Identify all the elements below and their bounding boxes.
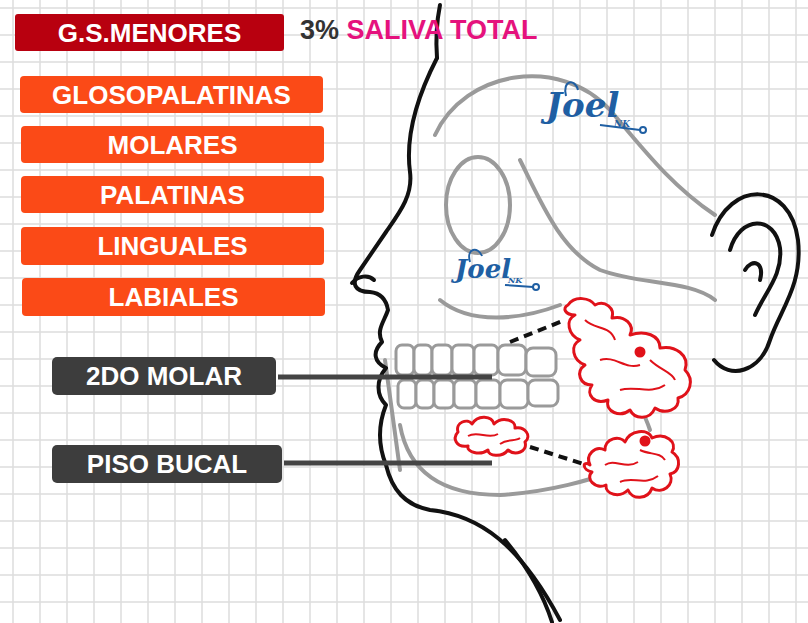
box-label: LABIALES — [109, 284, 239, 310]
saliva-note: 3% SALIVA TOTAL — [300, 17, 538, 44]
neck-line — [505, 540, 552, 622]
grid-line — [0, 412, 808, 414]
leader-line — [278, 375, 492, 380]
grid-line — [525, 0, 527, 623]
watermark: Joel — [546, 88, 619, 122]
grid-line — [741, 0, 743, 623]
gland-box: MOLARES — [21, 126, 324, 163]
grid-line — [0, 520, 808, 522]
grid-line — [0, 601, 808, 603]
box-label: G.S.MENORES — [58, 20, 241, 46]
grid-line — [390, 0, 392, 623]
ear — [712, 194, 799, 371]
grid-line — [0, 331, 808, 333]
location-box: PISO BUCAL — [52, 445, 282, 483]
grid-line — [0, 61, 808, 63]
grid-line — [0, 574, 808, 576]
leader-line — [284, 461, 492, 466]
sublingual-gland — [455, 417, 528, 455]
grid-line — [12, 0, 14, 623]
grid-line — [687, 0, 689, 623]
heading-box: G.S.MENORES — [15, 14, 284, 51]
grid-line — [0, 493, 808, 495]
maxilla — [440, 300, 560, 318]
submandibular-duct — [530, 447, 590, 466]
parotid-gland — [565, 299, 690, 418]
grid-line — [417, 0, 419, 623]
watermark: Joel — [455, 256, 511, 282]
helix — [730, 223, 780, 315]
glands — [455, 299, 690, 498]
grid-line — [0, 169, 808, 171]
grid-line — [768, 0, 770, 623]
orbit — [446, 157, 510, 253]
profile-line — [355, 58, 560, 620]
nostril — [352, 276, 374, 283]
box-label: 2DO MOLAR — [86, 363, 242, 389]
grid-line — [336, 0, 338, 623]
box-label: PALATINAS — [100, 182, 245, 208]
gland-box: LINGUALES — [21, 227, 324, 265]
gland-box: PALATINAS — [21, 176, 324, 213]
gland-box: GLOSOPALATINAS — [20, 76, 323, 113]
leader-lines — [278, 377, 492, 463]
grid-line — [363, 0, 365, 623]
grid-line — [633, 0, 635, 623]
grid-line — [0, 7, 808, 9]
parotid-duct — [510, 320, 565, 342]
gland-box: LABIALES — [22, 278, 325, 316]
grid-line — [0, 115, 808, 117]
grid-line — [444, 0, 446, 623]
box-label: MOLARES — [108, 132, 238, 158]
box-label: PISO BUCAL — [87, 451, 247, 477]
watermark: NK — [614, 120, 630, 129]
location-box: 2DO MOLAR — [52, 357, 276, 395]
grid-line — [795, 0, 797, 623]
watermark: NK — [508, 276, 522, 284]
grid-line — [714, 0, 716, 623]
ear-outline — [712, 194, 799, 371]
face-profile — [352, 5, 560, 622]
antihelix — [745, 263, 761, 280]
box-label: GLOSOPALATINAS — [52, 82, 291, 108]
grid-line — [0, 223, 808, 225]
box-label: LINGUALES — [97, 233, 247, 259]
grid-line — [498, 0, 500, 623]
zygomatic — [520, 160, 715, 300]
grid-line — [0, 547, 808, 549]
skull — [385, 76, 715, 495]
grid-line — [660, 0, 662, 623]
submandibular-gland — [584, 432, 678, 498]
cranium — [435, 76, 715, 215]
